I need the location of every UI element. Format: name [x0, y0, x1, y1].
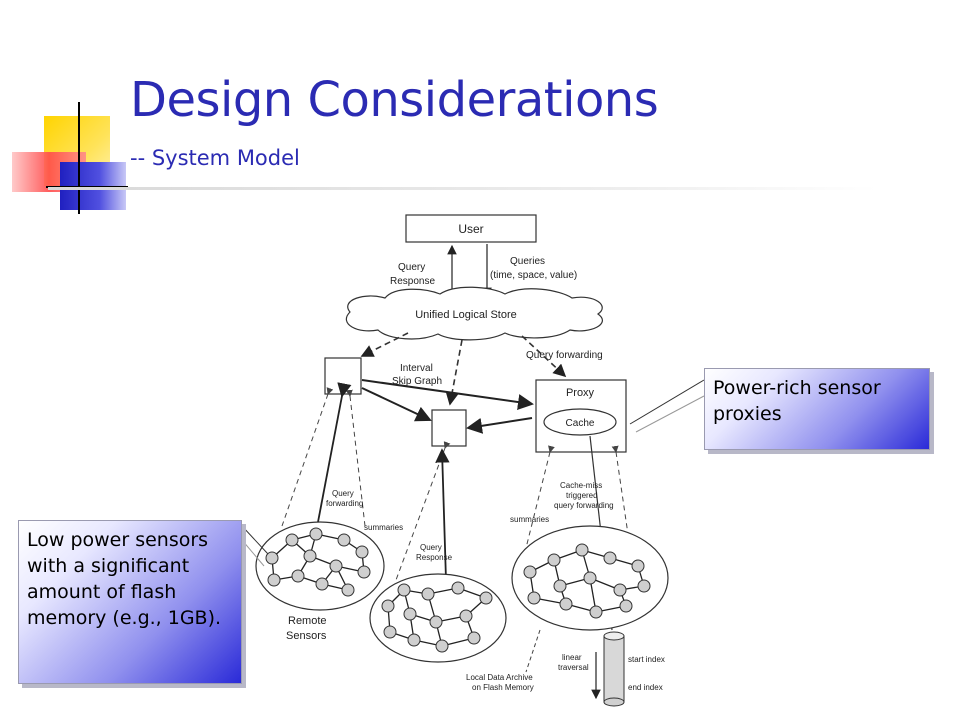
dash-archive	[525, 629, 541, 673]
sensor-node	[575, 543, 589, 557]
query-fwd-label-2: forwarding	[326, 499, 363, 508]
qr-low-label-2: Response	[416, 553, 453, 562]
sensor-node	[309, 527, 323, 541]
summaries-label-b: summaries	[510, 515, 549, 524]
sensor-node	[523, 565, 537, 579]
skip-graph-node-1	[324, 357, 362, 395]
sensor-node	[291, 569, 305, 583]
link-node1-proxy	[361, 379, 534, 410]
sensor-node	[459, 609, 473, 623]
skip-graph-node-2	[431, 409, 467, 447]
remote-sensors-label-2: Sensors	[286, 630, 327, 642]
sensor-node	[527, 591, 541, 605]
sensor-node	[631, 559, 645, 573]
sensor-node	[315, 577, 329, 591]
cache-miss-label-1: Cache-miss	[560, 481, 602, 490]
callout-low-power-sensors: Low power sensors with a significant amo…	[18, 520, 242, 684]
sensor-node	[267, 573, 281, 587]
sensor-node	[303, 549, 317, 563]
query-forwarding-label: Query forwarding	[526, 350, 603, 361]
arrow-query-fwd	[317, 382, 352, 523]
linear-label-2: traversal	[558, 663, 589, 672]
sensor-node	[265, 551, 279, 565]
query-response-label-2: Response	[390, 276, 435, 287]
cache-miss-label-2: triggered	[566, 491, 598, 500]
user-box	[405, 214, 537, 243]
sensor-node	[357, 565, 371, 579]
qr-low-label-1: Query	[420, 543, 442, 552]
sensor-node	[603, 551, 617, 565]
slide-title-text: Design Considerations	[130, 72, 659, 128]
deco-vertical-line	[78, 102, 80, 214]
slide-title: Design Considerations	[130, 72, 659, 128]
sensor-nodes-c	[523, 543, 651, 619]
dash-node2-clusterB	[395, 441, 451, 581]
query-fwd-label-1: Query	[332, 489, 354, 498]
sensor-node	[559, 597, 573, 611]
cache-miss-label-3: query forwarding	[554, 501, 614, 510]
sensor-node	[381, 599, 395, 613]
remote-sensors-label-1: Remote	[288, 615, 327, 627]
sensor-node	[337, 533, 351, 547]
cache-label: Cache	[566, 418, 595, 429]
summaries-label-a: summaries	[364, 523, 403, 532]
sensor-node	[451, 581, 465, 595]
query-response-label-1: Query	[398, 262, 425, 273]
queries-label-2: (time, space, value)	[490, 270, 577, 281]
sensor-nodes-a	[265, 527, 371, 597]
user-label: User	[458, 222, 483, 236]
cache-ellipse	[543, 408, 617, 436]
sensor-node	[383, 625, 397, 639]
sensor-node	[341, 583, 355, 597]
sensor-node	[613, 583, 627, 597]
dash-clusterC-proxy	[611, 445, 631, 549]
link-node2-proxy	[466, 417, 533, 434]
left-callout-connector-1	[241, 525, 269, 555]
title-divider	[48, 187, 878, 190]
left-callout-connector-2	[241, 539, 265, 567]
sensor-node	[467, 631, 481, 645]
sensor-node	[479, 591, 493, 605]
queries-label-1: Queries	[510, 256, 545, 267]
sensor-node	[583, 571, 597, 585]
dash-clusterA-node1	[345, 389, 366, 527]
slide-subtitle: -- System Model	[130, 146, 300, 170]
archive-label-1: Local Data Archive	[466, 673, 533, 682]
sensor-nodes-b	[381, 581, 493, 653]
archive-label-2: on Flash Memory	[472, 683, 534, 692]
store-label: Unified Logical Store	[415, 309, 517, 321]
right-callout-connector-2	[635, 395, 705, 433]
start-index-label: start index	[628, 655, 665, 664]
flash-memory-cylinder	[603, 631, 625, 707]
sensor-node	[637, 579, 651, 593]
link-node1-node2	[361, 387, 432, 422]
interval-label-1: Interval	[400, 363, 433, 374]
sensor-node	[429, 615, 443, 629]
sensor-node	[421, 587, 435, 601]
end-index-label: end index	[628, 683, 663, 692]
callout-power-rich-proxies: Power-rich sensor proxies	[704, 368, 930, 450]
arrow-query-response-low	[435, 448, 450, 581]
sensor-node	[355, 545, 369, 559]
sensor-node	[589, 605, 603, 619]
sensor-node	[329, 559, 343, 573]
sensor-node	[619, 599, 633, 613]
sensor-node	[397, 583, 411, 597]
right-callout-connector-1	[629, 379, 705, 425]
sensor-node	[553, 579, 567, 593]
sensor-node	[285, 533, 299, 547]
interval-label-2: Skip Graph	[392, 376, 442, 387]
sensor-node	[403, 607, 417, 621]
sensor-node	[547, 553, 561, 567]
store-to-node1	[360, 332, 409, 357]
unified-store-cloud	[345, 286, 603, 341]
sensor-node	[435, 639, 449, 653]
proxy-label: Proxy	[566, 387, 595, 399]
sensor-node	[407, 633, 421, 647]
linear-label-1: linear	[562, 653, 582, 662]
